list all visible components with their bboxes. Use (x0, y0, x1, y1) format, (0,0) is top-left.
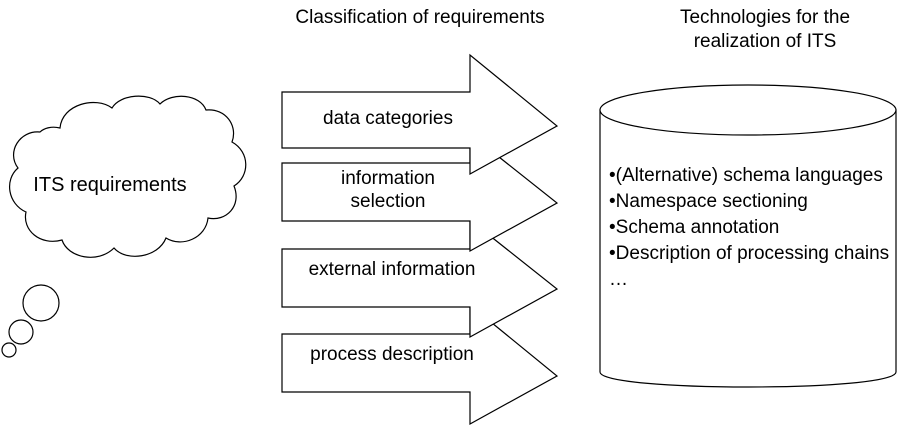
thought-bubble-small (1, 342, 17, 358)
database-list-item: •(Alternative) schema languages (609, 165, 883, 186)
database-list-item: •Schema annotation (609, 217, 780, 238)
arrow-label-external-information: external information (308, 259, 476, 280)
arrow-label-data-categories: data categories (323, 108, 453, 129)
arrow-label-information-selection: information selection (341, 168, 435, 212)
arrow-label-process-description: process description (310, 344, 474, 365)
database-list-item-ellipsis: … (609, 269, 628, 290)
database-list-item: •Namespace sectioning (609, 191, 808, 212)
arrow-1-data-categories (281, 53, 559, 176)
heading-classification-of-requirements: Classification of requirements (295, 7, 545, 28)
cloud-label-its-requirements: ITS requirements (33, 174, 187, 196)
thought-bubble-large (22, 284, 60, 322)
database-item-list: •(Alternative) schema languages •Namespa… (609, 163, 897, 293)
thought-cloud-shape (1, 95, 247, 358)
database-cylinder-shape (599, 84, 897, 388)
heading-technologies-for-realization-of-its: Technologies for the realization of ITS (679, 7, 851, 52)
database-list-item: •Description of processing chains (609, 243, 890, 264)
cylinder-top-ellipse (599, 84, 897, 136)
thought-bubble-medium (8, 319, 34, 345)
